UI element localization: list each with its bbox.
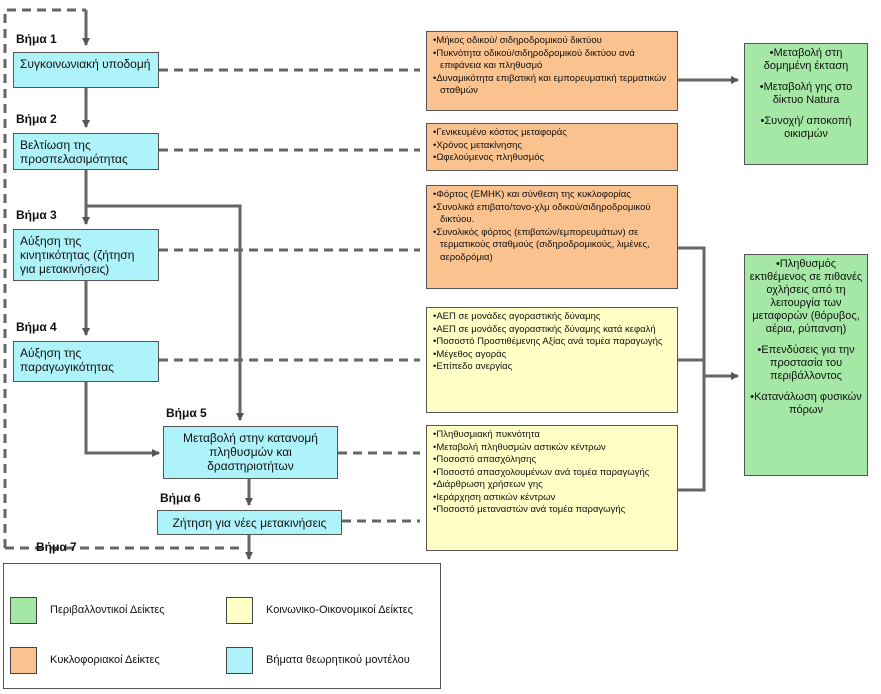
indicator-item: Επίπεδο ανεργίας: [433, 361, 671, 374]
indicator-item: ΑΕΠ σε μονάδες αγοραστικής δύναμης κατά …: [433, 324, 671, 337]
indicator-item: Δυναμικότητα επιβατική και εμπορευματική…: [433, 73, 671, 98]
step-3-box: Αύξηση της κινητικότητας (ζήτηση για μετ…: [13, 229, 159, 281]
step-5-box: Μεταβολή στην κατανομή πληθυσμών και δρα…: [163, 426, 338, 479]
indicator-item: Χρόνος μετακίνησης: [433, 140, 671, 153]
indicator-item: ΑΕΠ σε μονάδες αγοραστικής δύναμης: [433, 311, 671, 324]
indicator-item: Ιεράρχηση αστικών κέντρων: [433, 492, 671, 505]
step-7-label: Βήμα 7: [36, 540, 77, 554]
traffic-indicators-box-1: Μήκος οδικού/ σιδηροδρομικού δικτύου Πυκ…: [426, 31, 678, 111]
indicator-item: Γενικευμένο κόστος μεταφοράς: [433, 127, 671, 140]
indicator-item: Μεταβολή γης στο δίκτυο Natura: [749, 81, 863, 107]
step-5-label: Βήμα 5: [166, 406, 207, 420]
legend: Περιβαλλοντικοί Δείκτες Κοινωνικο-Οικονο…: [3, 563, 441, 689]
indicator-item: Διάρθρωση χρήσεων γης: [433, 479, 671, 492]
indicator-item: Συνολικά επιβατο/τονο-χλμ οδικού/σιδηροδ…: [433, 202, 671, 227]
indicator-item: Φόρτος (ΕΜΗΚ) και σύνθεση της κυκλοφορία…: [433, 189, 671, 202]
indicator-item: Ποσοστό μεταναστών ανά τομέα παραγωγής: [433, 504, 671, 517]
indicator-item: Ποσοστό απασχολουμένων ανά τομέα παραγωγ…: [433, 467, 671, 480]
indicator-item: Ωφελούμενος πληθυσμός: [433, 152, 671, 165]
step-4-box: Αύξηση της παραγωγικότητας: [13, 341, 159, 382]
step-2-box: Βελτίωση της προσπελασιμότητας: [13, 133, 159, 170]
legend-label-model-steps: Βήματα θεωρητικού μοντέλου: [266, 654, 410, 666]
traffic-indicators-box-2: Γενικευμένο κόστος μεταφοράς Χρόνος μετα…: [426, 123, 678, 171]
legend-label-traffic: Κυκλοφοριακοί Δείκτες: [50, 654, 160, 666]
legend-label-environmental: Περιβαλλοντικοί Δείκτες: [50, 604, 165, 616]
indicator-item: Συνοχή/ αποκοπή οικισμών: [749, 115, 863, 141]
feedback-loop: [3, 8, 86, 548]
indicator-item: Πυκνότητα οδικού/σιδηροδρομικού δικτύου …: [433, 48, 671, 73]
legend-label-socioeconomic: Κοινωνικο-Οικονομικοί Δείκτες: [266, 604, 413, 616]
step-2-label: Βήμα 2: [16, 112, 57, 126]
indicator-item: Μεταβολή στη δομημένη έκταση: [749, 47, 863, 73]
legend-swatch-socioeconomic: [226, 597, 253, 624]
socioeconomic-indicators-box-1: ΑΕΠ σε μονάδες αγοραστικής δύναμης ΑΕΠ σ…: [426, 307, 678, 413]
step-4-label: Βήμα 4: [16, 320, 57, 334]
indicator-item: Ποσοστό Προστιθέμενης Αξίας ανά τομέα πα…: [433, 336, 671, 349]
step-6-label: Βήμα 6: [160, 491, 201, 505]
step-3-label: Βήμα 3: [16, 208, 57, 222]
environmental-indicators-box-1: Μεταβολή στη δομημένη έκταση Μεταβολή γη…: [744, 43, 868, 165]
indicator-item: Ποσοστό απασχόλησης: [433, 454, 671, 467]
indicator-item: Κατανάλωση φυσικών πόρων: [749, 391, 863, 417]
legend-swatch-traffic: [10, 647, 37, 674]
indicator-item: Μήκος οδικού/ σιδηροδρομικού δικτύου: [433, 35, 671, 48]
environmental-indicators-box-2: Πληθυσμός εκτιθέμενος σε πιθανές οχλήσει…: [744, 254, 868, 476]
step-6-box: Ζήτηση για νέες μετακινήσεις: [157, 510, 342, 535]
legend-swatch-environmental: [10, 597, 37, 624]
indicator-item: Επενδύσεις για την προστασία του περιβάλ…: [749, 344, 863, 383]
legend-swatch-model-steps: [226, 647, 253, 674]
step-1-box: Συγκοινωνιακή υποδομή: [13, 52, 159, 88]
indicator-item: Μεταβολή πληθυσμών αστικών κέντρων: [433, 442, 671, 455]
indicator-item: Πληθυσμιακή πυκνότητα: [433, 429, 671, 442]
indicator-item: Πληθυσμός εκτιθέμενος σε πιθανές οχλήσει…: [749, 258, 863, 336]
socioeconomic-indicators-box-2: Πληθυσμιακή πυκνότητα Μεταβολή πληθυσμών…: [426, 425, 678, 551]
indicator-item: Συνολικός φόρτος (επιβατών/εμπορευμάτων)…: [433, 227, 671, 265]
traffic-indicators-box-3: Φόρτος (ΕΜΗΚ) και σύνθεση της κυκλοφορία…: [426, 185, 678, 289]
indicator-item: Μέγεθος αγοράς: [433, 349, 671, 362]
step-1-label: Βήμα 1: [16, 32, 57, 46]
